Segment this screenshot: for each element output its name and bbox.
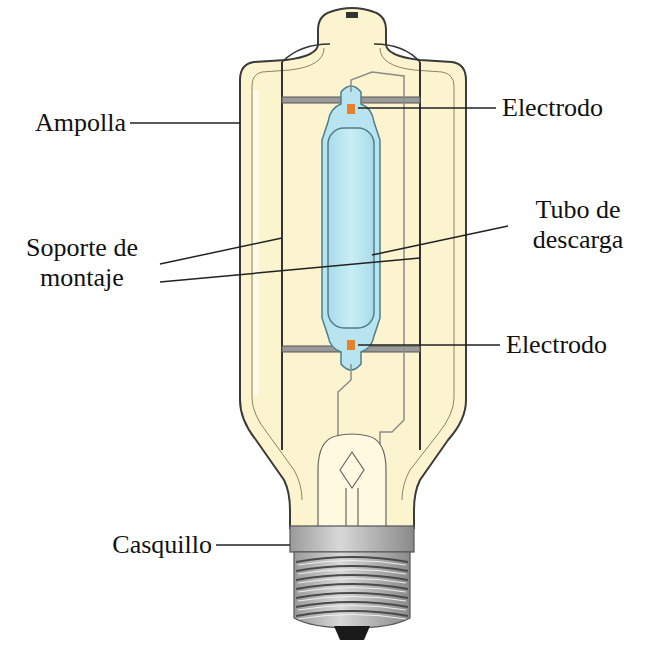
mounting-support bbox=[281, 62, 283, 450]
leader-lines bbox=[130, 108, 508, 545]
mounting-support bbox=[419, 62, 421, 450]
screw-thread bbox=[296, 566, 408, 571]
electrode bbox=[347, 104, 355, 114]
leader-line bbox=[358, 344, 500, 346]
part-label: Electrodo bbox=[502, 93, 603, 123]
leader-line bbox=[130, 122, 240, 124]
leader-line bbox=[160, 238, 282, 264]
part-label: Tubo de descarga bbox=[508, 195, 648, 255]
bulb-glass bbox=[240, 8, 466, 528]
glass-stem bbox=[340, 452, 364, 488]
discharge-tube bbox=[328, 128, 374, 328]
screw-thread bbox=[298, 561, 406, 566]
part-label: Ampolla bbox=[35, 108, 126, 138]
part-label: Electrodo bbox=[506, 330, 607, 360]
screw-thread bbox=[298, 579, 406, 584]
glass-stem bbox=[318, 434, 386, 528]
base-contact bbox=[334, 626, 370, 640]
lead-wire bbox=[351, 72, 404, 470]
screw-thread bbox=[296, 611, 408, 616]
electrode bbox=[347, 340, 355, 350]
part-label: Soporte de montaje bbox=[4, 233, 160, 293]
screw-thread bbox=[296, 584, 408, 589]
screw-thread bbox=[298, 615, 406, 620]
bulb-inner-wall bbox=[252, 48, 324, 500]
screw-thread bbox=[296, 575, 408, 580]
discharge-capsule bbox=[322, 86, 380, 370]
leader-line bbox=[216, 544, 290, 546]
lamp-base bbox=[290, 526, 414, 552]
screw-thread bbox=[296, 593, 408, 598]
lead-wire bbox=[357, 488, 358, 528]
screw-threads bbox=[296, 557, 408, 619]
mounting-support bbox=[282, 44, 420, 62]
leader-line bbox=[160, 258, 420, 282]
leader-line bbox=[358, 107, 496, 109]
lead-wire bbox=[345, 488, 346, 528]
screw-thread bbox=[298, 597, 406, 602]
screw-thread bbox=[296, 602, 408, 607]
part-label: Casquillo bbox=[112, 530, 212, 560]
lamp-base bbox=[294, 552, 410, 628]
screw-thread bbox=[298, 606, 406, 611]
leader-line bbox=[372, 226, 508, 255]
screw-thread bbox=[298, 588, 406, 593]
screw-thread bbox=[298, 570, 406, 575]
screw-thread bbox=[296, 557, 408, 562]
bulb-tip bbox=[346, 12, 358, 18]
